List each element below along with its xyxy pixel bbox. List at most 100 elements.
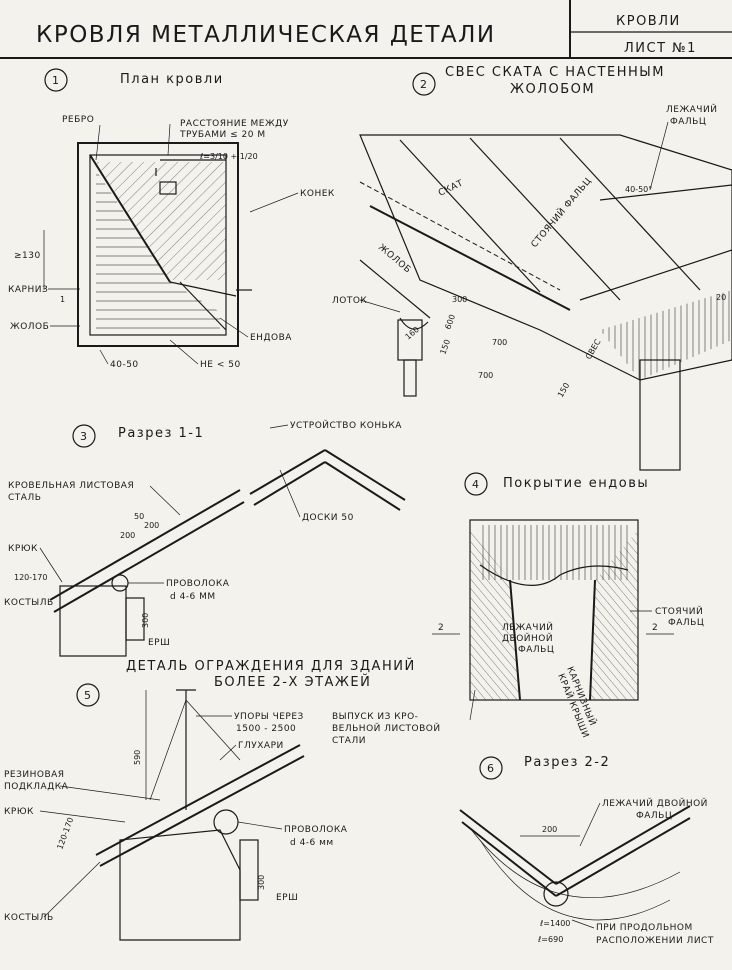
detail-2-eaves-gutter: 2 СВЕС СКАТА С НАСТЕННЫМ ЖОЛОБОМ ЛЕЖАЧИЙ… bbox=[332, 65, 732, 471]
detail-title-2: ЖОЛОБОМ bbox=[510, 82, 595, 97]
label-lezh-3: ФАЛЬЦ bbox=[518, 645, 554, 655]
detail-number: 1 bbox=[52, 74, 59, 87]
label-cut-l: 2 bbox=[438, 623, 444, 633]
label-prov-2: d 4-6 ММ bbox=[170, 592, 216, 602]
label-lotok: ЛОТОК bbox=[332, 296, 367, 306]
label-cut-1: 1 bbox=[60, 295, 65, 304]
detail-number-circle bbox=[44, 68, 68, 92]
label-rez-2: ПОДКЛАДКА bbox=[4, 782, 69, 792]
label-lezh-2: ДВОЙНОЙ bbox=[502, 632, 553, 644]
label-dim-600: 600 bbox=[443, 313, 457, 330]
label-endova: ЕНДОВА bbox=[250, 333, 292, 343]
detail-title-1: ДЕТАЛЬ ОГРАЖДЕНИЯ ДЛЯ ЗДАНИЙ bbox=[126, 658, 416, 674]
detail-number: 3 bbox=[80, 430, 87, 443]
label-dim-150b: 150 bbox=[556, 381, 571, 399]
label-dim-700b: 700 bbox=[478, 371, 493, 380]
label-karniz: КАРНИЗ bbox=[8, 285, 48, 295]
label-angle: 40-50° bbox=[625, 185, 652, 194]
label-ne-50: НЕ < 50 bbox=[200, 360, 241, 370]
label-lezh-2: ФАЛЬЦ bbox=[670, 117, 706, 127]
label-prov-1: ПРОВОЛОКА bbox=[166, 579, 230, 589]
section-name: КРОВЛИ bbox=[616, 14, 681, 29]
detail-number: 5 bbox=[84, 689, 91, 702]
label-kostyl: КОСТЫЛЬ bbox=[4, 913, 54, 923]
detail-number: 4 bbox=[472, 478, 479, 491]
label-zholob: ЖОЛОБ bbox=[10, 322, 49, 332]
detail-title: Покрытие ендовы bbox=[503, 476, 649, 491]
label-upory-1: УПОРЫ ЧЕРЕЗ bbox=[234, 712, 304, 722]
detail-title-2: БОЛЕЕ 2-Х ЭТАЖЕЙ bbox=[214, 674, 371, 690]
label-dim-300: 300 bbox=[257, 875, 266, 890]
label-stoy-1: СТОЯЧИЙ bbox=[655, 605, 703, 617]
label-ersh: ЕРШ bbox=[276, 893, 298, 903]
detail-title-1: СВЕС СКАТА С НАСТЕННЫМ bbox=[445, 65, 665, 80]
label-pri-2: РАСПОЛОЖЕНИИ ЛИСТ bbox=[596, 936, 714, 946]
label-svec: СВЕС bbox=[584, 337, 603, 361]
label-dim-150: 150 bbox=[438, 338, 452, 355]
title-block: КРОВЛЯ МЕТАЛЛИЧЕСКАЯ ДЕТАЛИ КРОВЛИ ЛИСТ … bbox=[0, 0, 732, 59]
detail-3-section-1-1: 3 Разрез 1-1 УСТРОЙСТВО КОНЬКА КРОВЕЛЬНА… bbox=[4, 419, 406, 657]
label-pri-1: ПРИ ПРОДОЛЬНОМ bbox=[596, 923, 693, 933]
label-dim-50: 50 bbox=[134, 512, 144, 521]
label-lezh-1: ЛЕЖАЧИЙ bbox=[502, 621, 553, 633]
detail-number-circle bbox=[479, 756, 503, 780]
detail-number-circle bbox=[412, 72, 436, 96]
label-dim-top: ℓ=3/10 + 1/20 bbox=[199, 152, 258, 161]
drawing-title: КРОВЛЯ МЕТАЛЛИЧЕСКАЯ ДЕТАЛИ bbox=[36, 22, 496, 48]
label-dim-700a: 700 bbox=[492, 338, 507, 347]
detail-title: Разрез 2-2 bbox=[524, 755, 610, 770]
detail-1-roof-plan: 1 План кровли РЕБРО РАССТОЯНИЕ МЕЖДУ ТРУ… bbox=[8, 68, 335, 370]
label-upory-2: 1500 - 2500 bbox=[236, 724, 296, 734]
label-dim-300: 300 bbox=[452, 295, 467, 304]
label-stoyach: СТОЯЧИЙ ФАЛЬЦ bbox=[528, 175, 594, 250]
label-doski: ДОСКИ 50 bbox=[302, 513, 354, 523]
label-prov-2: d 4-6 мм bbox=[290, 838, 334, 848]
label-distance-1: РАССТОЯНИЕ МЕЖДУ bbox=[180, 119, 289, 129]
detail-number: 2 bbox=[420, 78, 427, 91]
label-stal-2: СТАЛЬ bbox=[8, 493, 41, 503]
label-dim-120: 120-170 bbox=[14, 573, 47, 582]
detail-number-circle bbox=[72, 424, 96, 448]
label-lezh-2: ФАЛЬЦ bbox=[636, 811, 672, 821]
detail-4-valley: 4 Покрытие ендовы ЛЕЖАЧИЙ ДВОЙНОЙ ФАЛЬЦ … bbox=[432, 472, 704, 740]
detail-number-circle bbox=[76, 683, 100, 707]
label-cut-r: 2 bbox=[652, 623, 658, 633]
label-l1400: ℓ=1400 bbox=[539, 919, 570, 928]
label-dim-200b: 200 bbox=[144, 521, 159, 530]
label-dim-20: 20 bbox=[716, 293, 726, 302]
label-stal-1: КРОВЕЛЬНАЯ ЛИСТОВАЯ bbox=[8, 481, 134, 491]
label-lezh-1: ЛЕЖАЧИЙ bbox=[666, 103, 717, 115]
label-dim-200a: 200 bbox=[120, 531, 135, 540]
detail-6-section-2-2: 6 Разрез 2-2 ЛЕЖАЧИЙ ДВОЙНОЙ ФАЛЬЦ 200 ℓ… bbox=[459, 755, 714, 946]
label-ersh: ЕРШ bbox=[148, 638, 170, 648]
detail-number: 6 bbox=[487, 762, 494, 775]
label-prov-1: ПРОВОЛОКА bbox=[284, 825, 348, 835]
detail-title: План кровли bbox=[120, 72, 224, 87]
label-distance-2: ТРУБАМИ ≤ 20 М bbox=[179, 130, 266, 140]
label-40-50: 40-50 bbox=[110, 360, 139, 370]
label-rez-1: РЕЗИНОВАЯ bbox=[4, 770, 65, 780]
label-dim-590: 590 bbox=[133, 750, 142, 765]
label-kryuk: КРЮК bbox=[4, 807, 34, 817]
label-rebro: РЕБРО bbox=[62, 115, 94, 125]
label-vyp-3: СТАЛИ bbox=[332, 736, 366, 746]
label-konek: КОНЕК bbox=[300, 189, 335, 199]
detail-number-circle bbox=[464, 472, 488, 496]
label-lezh-1: ЛЕЖАЧИЙ ДВОЙНОЙ bbox=[602, 797, 708, 809]
label-dim-120: 120-170 bbox=[55, 816, 75, 850]
label-konek: УСТРОЙСТВО КОНЬКА bbox=[290, 419, 402, 431]
label-dim-200: 200 bbox=[542, 825, 557, 834]
detail-5-fence: ДЕТАЛЬ ОГРАЖДЕНИЯ ДЛЯ ЗДАНИЙ БОЛЕЕ 2-Х Э… bbox=[4, 658, 476, 941]
label-130: ≥130 bbox=[14, 251, 41, 261]
label-kryuk: КРЮК bbox=[8, 544, 38, 554]
label-l690: ℓ=690 bbox=[537, 935, 563, 944]
label-gluh: ГЛУХАРИ bbox=[238, 741, 284, 751]
label-dim-160: 160 bbox=[404, 325, 421, 342]
sheet-number: ЛИСТ №1 bbox=[624, 41, 697, 56]
label-dim-300: 300 bbox=[141, 613, 150, 628]
detail-title: Разрез 1-1 bbox=[118, 426, 204, 441]
label-stoy-2: ФАЛЬЦ bbox=[668, 618, 704, 628]
label-vyp-1: ВЫПУСК ИЗ КРО- bbox=[332, 712, 418, 722]
